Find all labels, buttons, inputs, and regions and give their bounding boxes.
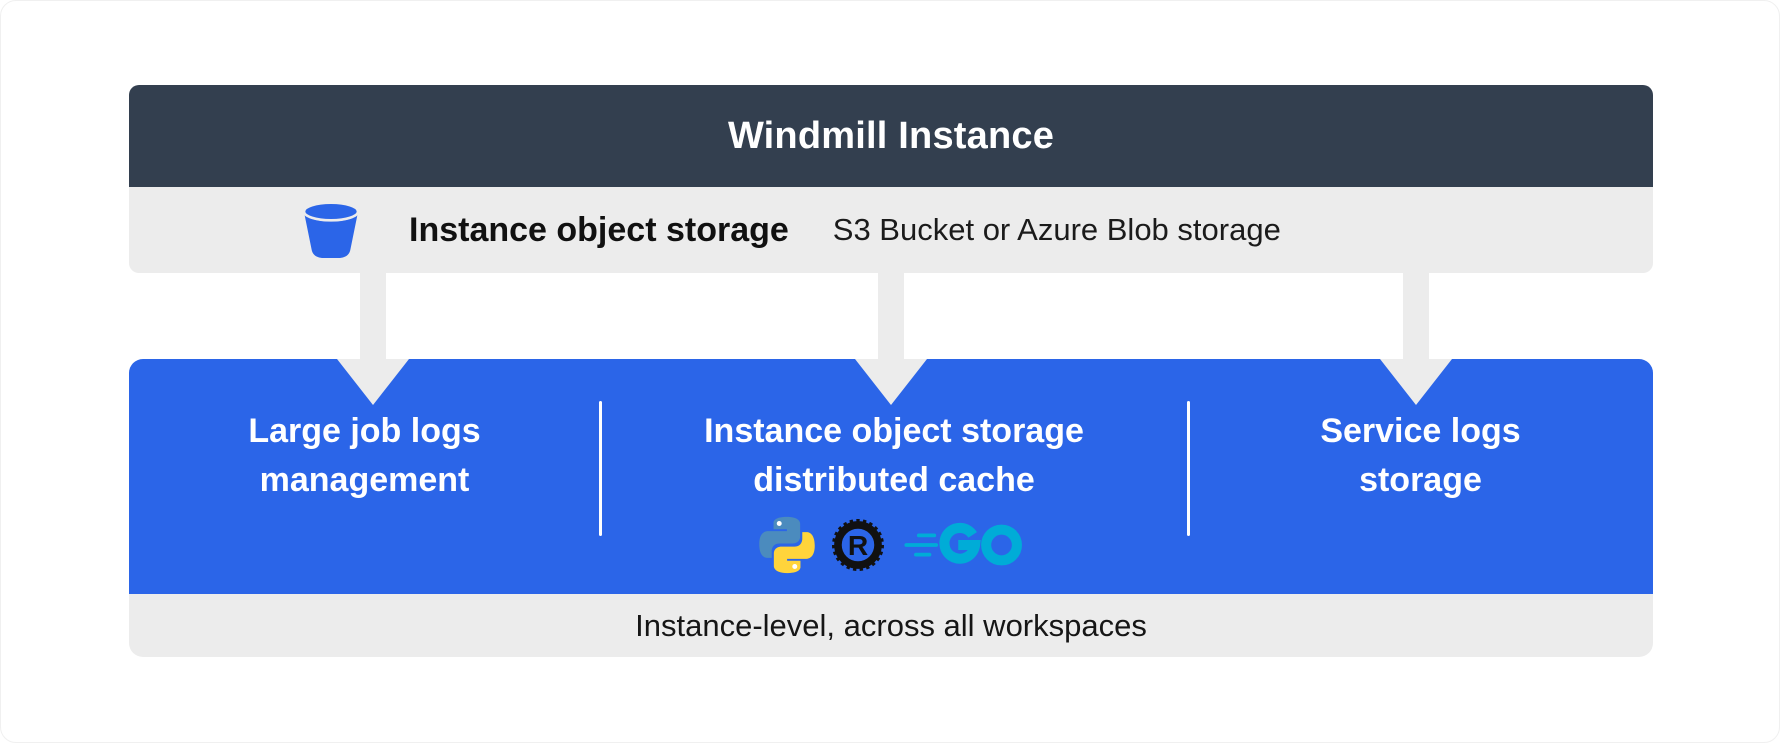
section-distributed-cache: Instance object storage distributed cach… (600, 359, 1188, 594)
windmill-instance-diagram: Windmill Instance Instance object storag… (129, 85, 1653, 657)
object-storage-title: Instance object storage (409, 210, 789, 249)
python-logo (759, 516, 815, 573)
bucket-icon (302, 201, 360, 258)
section-label-line: Large job logs (248, 412, 481, 450)
section-label-line: Service logs (1320, 412, 1521, 450)
go-logo (904, 522, 1022, 566)
section-label-line: Instance object storage (704, 412, 1084, 450)
instance-object-storage-bar: Instance object storage S3 Bucket or Azu… (129, 187, 1653, 273)
object-storage-subtitle: S3 Bucket or Azure Blob storage (832, 212, 1281, 247)
diagram-title: Windmill Instance (727, 114, 1055, 157)
language-logos-row: R (600, 516, 1188, 574)
down-arrow-icon (1380, 273, 1452, 405)
scope-footer-label: Instance-level, across all workspaces (635, 607, 1147, 643)
section-label-line: distributed cache (753, 461, 1035, 500)
section-label-line: management (259, 461, 470, 500)
down-arrow-icon (337, 273, 409, 405)
section-divider (599, 401, 602, 536)
svg-text:R: R (848, 529, 868, 560)
section-large-job-logs: Large job logs management (129, 359, 600, 594)
rust-logo: R (832, 518, 884, 571)
scope-footer: Instance-level, across all workspaces (129, 594, 1653, 657)
diagram-header: Windmill Instance (129, 85, 1653, 187)
section-divider (1187, 401, 1190, 536)
section-service-logs: Service logs storage (1188, 359, 1653, 594)
section-label-line: storage (1359, 461, 1482, 500)
down-arrow-icon (855, 273, 927, 405)
